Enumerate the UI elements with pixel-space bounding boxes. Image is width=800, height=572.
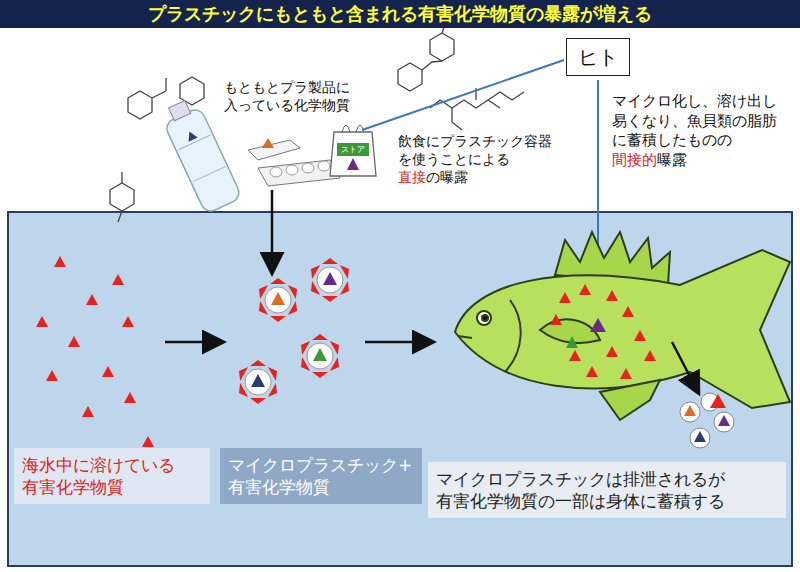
excreted-particles (680, 393, 734, 448)
bottle (159, 96, 243, 214)
label-text: 直接 (398, 169, 426, 185)
node-text: マイクロプラスチックは排泄されるが 有害化学物質の一部は身体に蓄積する (436, 468, 778, 512)
note: マイクロ化し、溶け出し 易くなり、魚貝類の脂肪 に蓄積したものの間接的曝露 (612, 92, 796, 170)
node-text: マイクロプラスチック+ 有害化学物質 (228, 454, 414, 498)
label-text: もともとプラ製品に 入っている化学物質 (224, 79, 350, 113)
arrow (365, 341, 432, 344)
text-box: マイクロプラスチック+ 有害化学物質 (220, 448, 422, 504)
chemical-triangles (36, 256, 656, 447)
direct-exposure-line (362, 60, 564, 130)
title: プラスチックにもともと含まれる有害化学物質の暴露が増える (0, 0, 800, 28)
ocean (8, 212, 792, 566)
label-text: の曝露 (426, 169, 468, 185)
shopping-bag (330, 125, 376, 176)
note: 飲食にプラスチック容器 を使うことによる直接の曝露 (398, 132, 566, 187)
egg-tray (248, 138, 340, 186)
label-text: 飲食にプラスチック容器 を使うことによる (398, 132, 566, 168)
label-text: ストア (341, 145, 365, 154)
text-box: マイクロプラスチックは排泄されるが 有害化学物質の一部は身体に蓄積する (428, 462, 786, 518)
label-text: 曝露 (657, 151, 687, 169)
fish (455, 232, 790, 420)
bag-label: ストア (338, 143, 368, 156)
arrow (165, 341, 222, 344)
text-box: 海水中に溶けている 有害化学物質 (14, 448, 210, 504)
molecules (110, 18, 524, 222)
title-bar: プラスチックにもともと含まれる有害化学物質の暴露が増える (0, 0, 800, 28)
arrow (672, 342, 698, 392)
label-text: マイクロ化し、溶け出し 易くなり、魚貝類の脂肪 に蓄積したものの (612, 92, 796, 151)
arrow (271, 190, 274, 272)
microplastic-stars (239, 258, 349, 404)
node-text: 海水中に溶けている 有害化学物質 (22, 454, 202, 498)
node-text: ヒト (573, 44, 623, 70)
human-box: ヒト (566, 38, 630, 76)
note: もともとプラ製品に 入っている化学物質 (224, 78, 384, 114)
label-text: 間接的 (612, 151, 657, 169)
